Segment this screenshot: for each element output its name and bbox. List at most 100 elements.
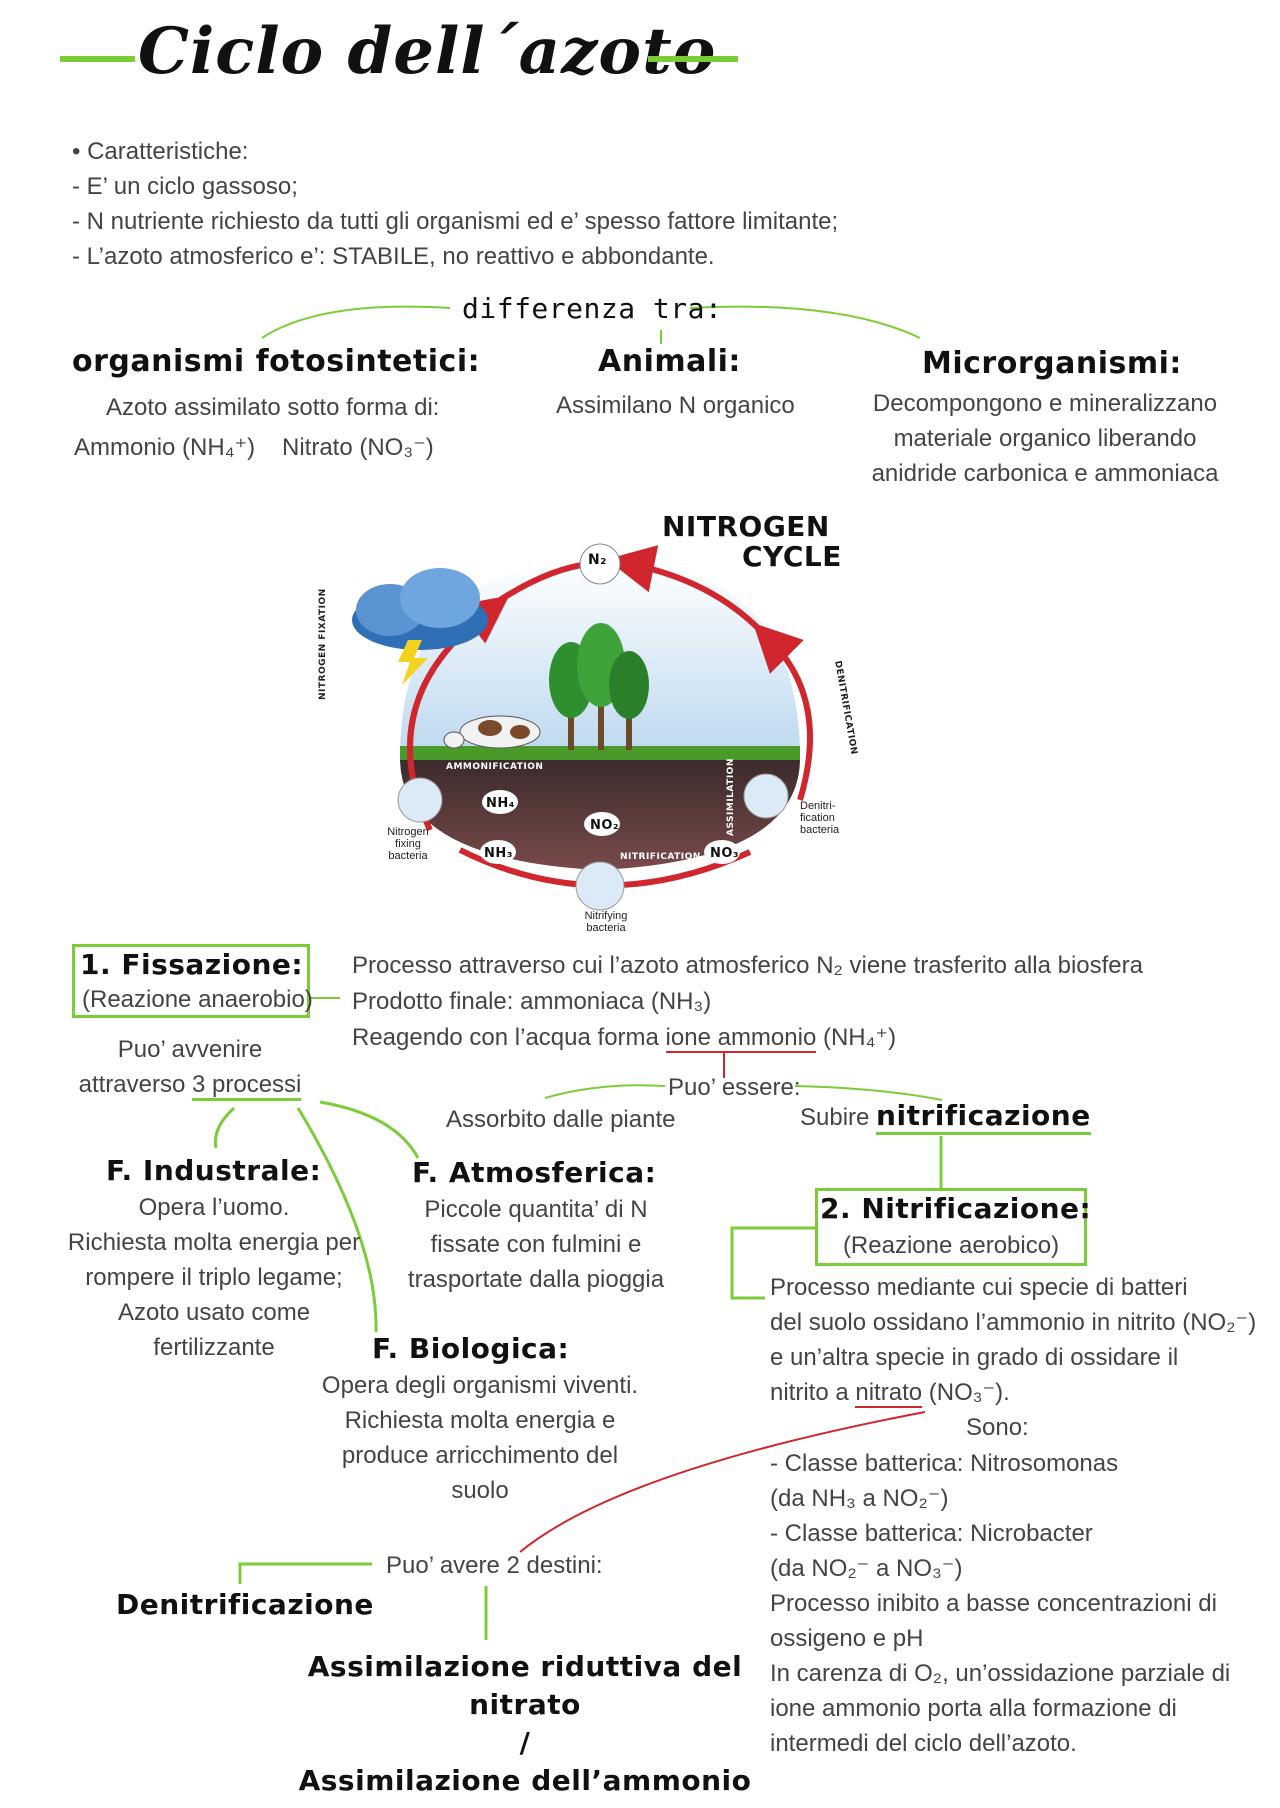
detail-8: ione ammonio porta alla formazione di <box>770 1695 1177 1722</box>
micro-title: Microrganismi: <box>922 346 1182 381</box>
atmosferica-title: F. Atmosferica: <box>412 1156 657 1189</box>
dnb-line-1: Denitri- <box>800 800 836 812</box>
intro-item-2: - N nutriente richiesto da tutti gli org… <box>72 208 839 235</box>
diagram-n2: N₂ <box>588 552 607 568</box>
detail-1: - Classe batterica: Nitrosomonas <box>770 1450 1119 1477</box>
nitrificazione-title: 2. Nitrificazione: <box>820 1192 1092 1225</box>
diagram-assimilation: ASSIMILATION <box>726 758 736 836</box>
assim-line-3: Assimilazione dell’ammonio <box>298 1764 752 1797</box>
nitrogen-cycle-diagram <box>352 543 813 911</box>
fissazione-line3: Reagendo con l’acqua forma ione ammonio … <box>352 1020 896 1055</box>
micro-line-3: anidride carbonica e ammoniaca <box>871 460 1219 487</box>
atmosferica-line-2: fissate con fulmini e <box>430 1231 642 1258</box>
detail-2: (da NH₃ a NO₂⁻) <box>770 1485 949 1512</box>
fissazione-title: 1. Fissazione: <box>80 948 304 981</box>
fissazione-subtitle: (Reazione anaerobio) <box>82 986 313 1013</box>
line4-pre: nitrito a <box>770 1379 849 1406</box>
biologica-text: Opera degli organismi viventi. Richiesta… <box>320 1368 640 1508</box>
diagram-no3: NO₃ <box>710 846 740 861</box>
detail-7: In carenza di O₂, un’ossidazione parzial… <box>770 1660 1231 1687</box>
animals-text: Assimilano N organico <box>556 392 795 419</box>
nitrificazione-line-3: e un’altra specie in grado di ossidare i… <box>770 1344 1179 1371</box>
nitrificazione-details: - Classe batterica: Nitrosomonas (da NH₃… <box>770 1446 1230 1761</box>
sono: Sono: <box>966 1414 1029 1441</box>
nfb-line-1: Nitrogen <box>387 826 429 838</box>
three-processes: 3 processi <box>192 1071 302 1101</box>
assimilazione-block: Assimilazione riduttiva del nitrato / As… <box>290 1648 760 1800</box>
biologica-line-1: Opera degli organismi viventi. <box>321 1372 639 1399</box>
diagram-nitrifying-bacteria: Nitrifying bacteria <box>566 910 646 934</box>
biologica-line-2: Richiesta molta energia e <box>344 1407 616 1434</box>
industriale-line-1: Opera l’uomo. <box>138 1194 290 1221</box>
nib-line-1: Nitrifying <box>584 910 628 922</box>
diagram-nitrification: NITRIFICATION <box>620 852 701 862</box>
photosynthetic-title: organismi fotosintetici: <box>72 344 481 379</box>
biologica-line-4: suolo <box>451 1477 509 1504</box>
title-line-right <box>648 56 738 62</box>
diagram-nitrogen-fixing-bacteria: Nitrogen fixing bacteria <box>368 826 448 862</box>
industriale-line-2: Richiesta molta energia per <box>67 1229 361 1256</box>
diagram-no2: NO₂ <box>590 818 620 833</box>
dnb-line-3: bacteria <box>800 824 840 836</box>
line4-post: (NO₃⁻). <box>928 1379 1010 1406</box>
intro-heading: • Caratteristiche: <box>72 138 249 165</box>
diagram-nh4: NH₄ <box>486 796 515 811</box>
assim-line-1: Assimilazione riduttiva del <box>307 1650 743 1683</box>
destini-label: Puo’ avere 2 destini: <box>386 1552 603 1579</box>
fissazione-box <box>72 944 310 1018</box>
diagram-nh3: NH₃ <box>484 846 513 861</box>
diagram-denitrification-bacteria: Denitri- fication bacteria <box>800 800 880 836</box>
page-title: Ciclo dell´azoto <box>138 14 717 89</box>
undergoes-nitrification: Subire nitrificazione <box>800 1098 1091 1135</box>
detail-5: Processo inibito a basse concentrazioni … <box>770 1590 1217 1617</box>
biologica-title: F. Biologica: <box>372 1332 570 1365</box>
intro-item-1: - E’ un ciclo gassoso; <box>72 173 298 200</box>
through-pre: attraverso <box>78 1071 186 1098</box>
denitrificazione: Denitrificazione <box>116 1588 374 1621</box>
through-line: attraverso 3 processi <box>70 1067 310 1102</box>
diagram-nitrogen-fixation: NITROGEN FIXATION <box>318 588 328 700</box>
fissazione-line3-pre: Reagendo con l’acqua forma <box>352 1024 659 1051</box>
can-happen: Puo’ avvenire attraverso 3 processi <box>70 1032 310 1102</box>
difference-label: differenza tra: <box>462 292 723 325</box>
industriale-line-4: Azoto usato come <box>117 1299 311 1326</box>
fissazione-line3-post: (NH₄⁺) <box>822 1024 897 1051</box>
nib-line-2: bacteria <box>586 922 626 934</box>
title-line-left <box>60 56 135 62</box>
micro-text: Decompongono e mineralizzano materiale o… <box>870 386 1220 491</box>
dnb-line-2: fication <box>800 812 835 824</box>
assim-line-2: nitrato <box>469 1688 581 1721</box>
detail-6: ossigeno e pH <box>770 1625 924 1652</box>
detail-9: intermedi del ciclo dell’azoto. <box>770 1730 1077 1757</box>
nitrificazione-line-1: Processo mediante cui specie di batteri <box>770 1274 1188 1301</box>
industriale-line-3: rompere il triplo legame; <box>85 1264 343 1291</box>
atmosferica-text: Piccole quantita’ di N fissate con fulmi… <box>396 1192 676 1297</box>
detail-3: - Classe batterica: Nicrobacter <box>770 1520 1093 1547</box>
micro-line-2: materiale organico liberando <box>893 425 1197 452</box>
intro-item-3: - L’azoto atmosferico e’: STABILE, no re… <box>72 243 715 270</box>
nitrificazione-text: Processo mediante cui specie di batteri … <box>770 1270 1256 1410</box>
micro-line-1: Decompongono e mineralizzano <box>872 390 1218 417</box>
diagram-ammonification: AMMONIFICATION <box>446 762 544 772</box>
nitrificazione-box <box>815 1188 1087 1266</box>
nfb-line-2: fixing <box>395 838 421 850</box>
nfb-line-3: bacteria <box>388 850 428 862</box>
absorbed-by-plants: Assorbito dalle piante <box>446 1106 676 1133</box>
diagram-title-1: NITROGEN <box>662 510 830 543</box>
undergoes-pre: Subire <box>800 1104 870 1131</box>
detail-4: (da NO₂⁻ a NO₃⁻) <box>770 1555 963 1582</box>
photosynthetic-nitrato: Nitrato (NO₃⁻) <box>282 434 434 461</box>
atmosferica-line-1: Piccole quantita’ di N <box>424 1196 648 1223</box>
assim-slash: / <box>519 1726 531 1759</box>
ione-ammonio: ione ammonio <box>665 1024 817 1053</box>
nitrato-word: nitrato <box>855 1379 923 1408</box>
industriale-title: F. Industrale: <box>106 1154 322 1187</box>
fissazione-line1: Processo attraverso cui l’azoto atmosfer… <box>352 952 1143 979</box>
diagram-title-2: CYCLE <box>742 540 842 573</box>
photosynthetic-ammonio: Ammonio (NH₄⁺) <box>74 434 256 461</box>
nitrificazione-line-4: nitrito a nitrato (NO₃⁻). <box>770 1375 1256 1410</box>
nitrificazione-subtitle: (Reazione aerobico) <box>842 1232 1060 1259</box>
undergoes-bold: nitrificazione <box>876 1099 1091 1135</box>
industriale-line-5: fertilizzante <box>153 1334 275 1361</box>
atmosferica-line-3: trasportate dalla pioggia <box>407 1266 665 1293</box>
